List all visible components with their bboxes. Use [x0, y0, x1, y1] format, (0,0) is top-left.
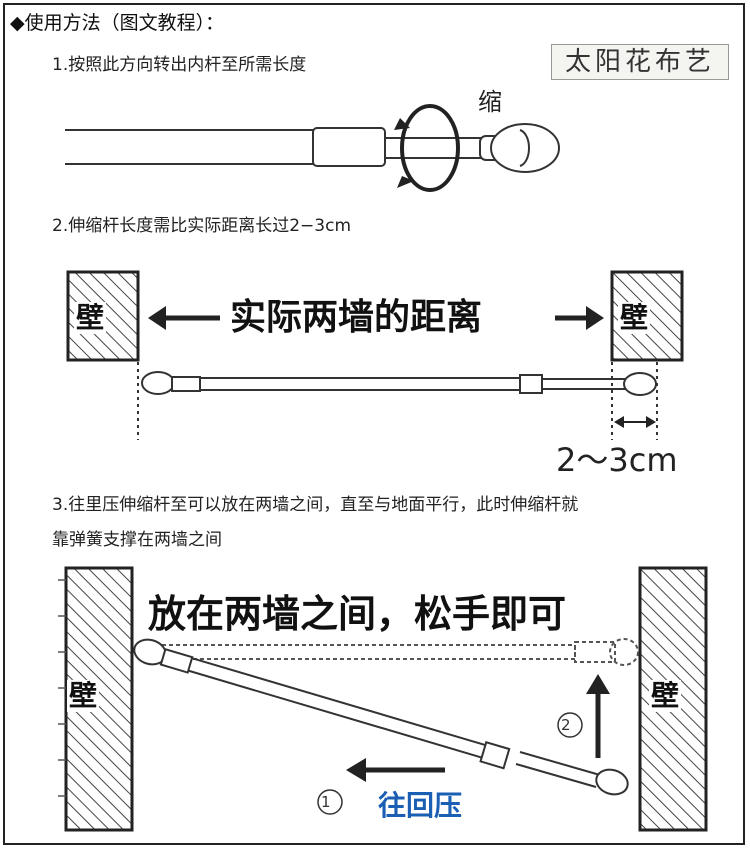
wall-label-right: 壁: [618, 301, 651, 334]
shrink-label: 缩: [478, 88, 502, 116]
page-title: ◆使用方法（图文教程）：: [10, 12, 225, 34]
step-3-text-line2: 靠弹簧支撑在两墙之间: [52, 530, 222, 550]
page-frame: [3, 3, 745, 845]
step-3-text-line1: 3.往里压伸缩杆至可以放在两墙之间，直至与地面平行，此时伸缩杆就: [52, 495, 579, 515]
step-1-text: 1.按照此方向转出内杆至所需长度: [52, 55, 307, 75]
push-back-label: 往回压: [378, 789, 463, 822]
wall-label-right-2: 壁: [649, 679, 682, 712]
rotation-arrow-icon: [394, 104, 460, 192]
place-instruction: 放在两墙之间，松手即可: [148, 592, 567, 636]
step-marker-2: [557, 712, 583, 738]
step-marker-1: [317, 789, 343, 815]
step-marker-1-label: 1: [321, 793, 331, 811]
distance-label: 实际两墙的距离: [230, 297, 483, 338]
step-marker-2-label: 2: [561, 716, 571, 734]
wall-label-left-2: 壁: [67, 679, 100, 712]
step-2-text: 2.伸缩杆长度需比实际距离长过2−3cm: [52, 216, 352, 236]
brand-badge: 太阳花布艺: [551, 44, 729, 80]
gap-label: 2～3cm: [556, 441, 678, 479]
diagram-1-rod: [65, 123, 560, 173]
wall-label-left: 壁: [74, 301, 107, 334]
